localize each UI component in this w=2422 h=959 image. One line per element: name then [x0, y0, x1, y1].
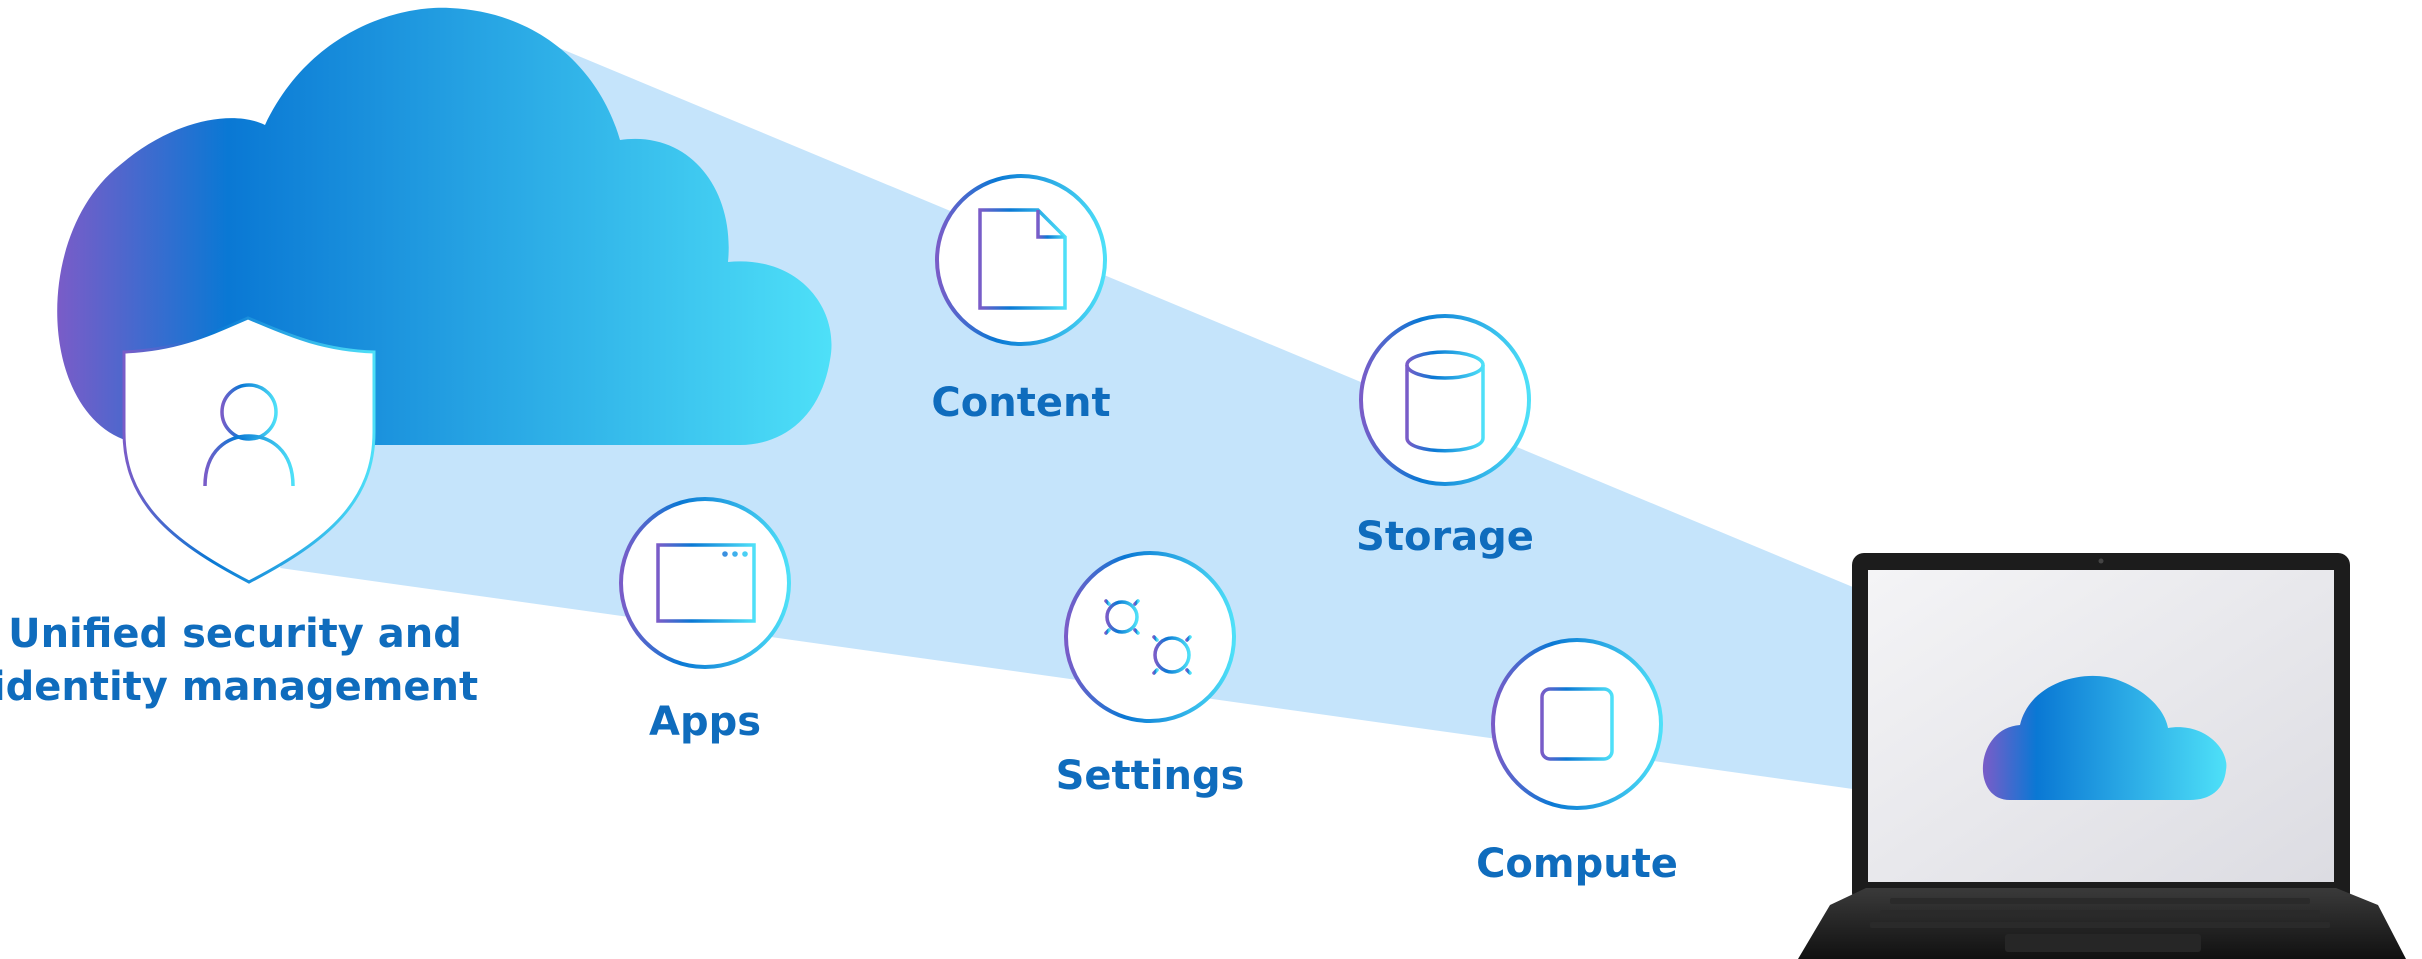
compute-node: Compute — [1476, 638, 1678, 887]
content-node: Content — [931, 174, 1111, 426]
storage-node: Storage — [1356, 314, 1534, 560]
source-label-line1: Unified security and — [8, 611, 462, 657]
shield-user-icon — [122, 316, 376, 584]
app-window-icon — [656, 543, 756, 623]
laptop-device — [1798, 553, 2406, 959]
settings-node: Settings — [1056, 551, 1245, 799]
settings-label: Settings — [1056, 753, 1245, 799]
screen-cloud-icon — [1982, 675, 2227, 800]
database-icon — [1405, 350, 1485, 453]
source-label-line2: identity management — [0, 664, 478, 710]
gears-icon — [1097, 592, 1199, 682]
processor-chip-icon — [1528, 675, 1626, 773]
apps-node: Apps — [619, 497, 791, 745]
apps-label: Apps — [649, 699, 761, 745]
compute-label: Compute — [1476, 841, 1678, 887]
storage-label: Storage — [1356, 514, 1534, 560]
content-label: Content — [931, 380, 1110, 426]
document-icon — [978, 208, 1067, 310]
